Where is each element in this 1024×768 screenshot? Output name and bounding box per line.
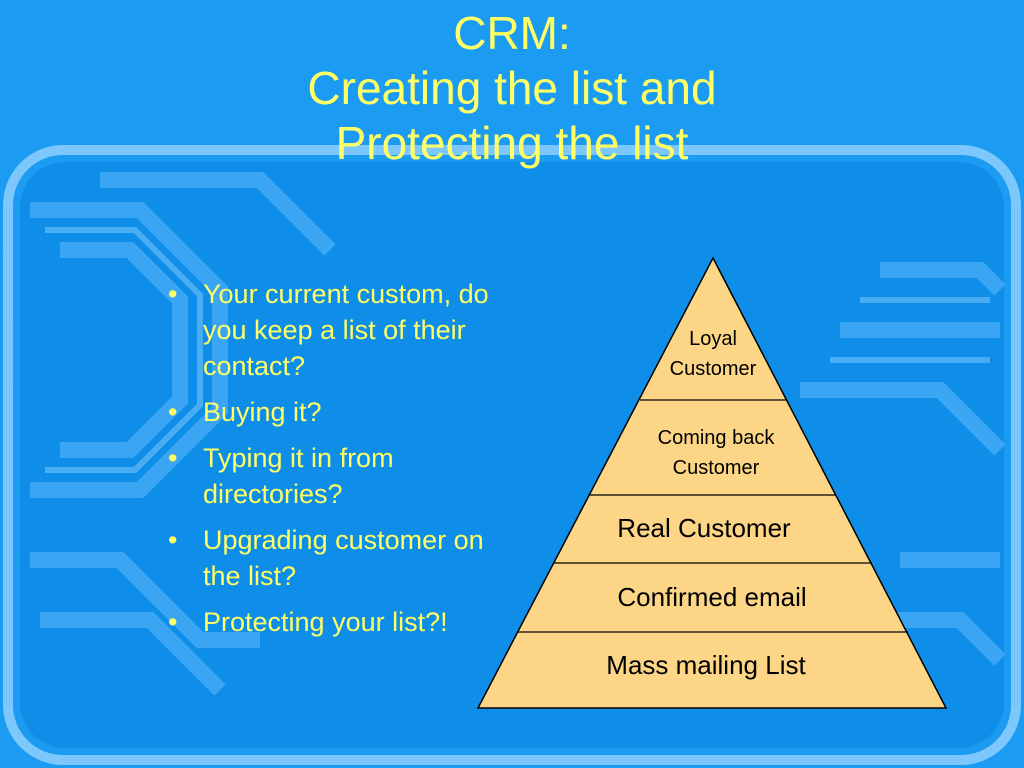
bullet-item: • Protecting your list?! — [160, 604, 520, 640]
bullet-text: Your current custom, do you keep a list … — [203, 279, 489, 381]
bullet-marker: • — [168, 397, 178, 427]
bullet-list: • Your current custom, do you keep a list… — [160, 276, 520, 650]
title-line: CRM: — [453, 7, 571, 59]
bullet-marker: • — [168, 525, 178, 555]
bullet-text: Protecting your list?! — [203, 607, 448, 637]
bullet-item: • Your current custom, do you keep a list… — [160, 276, 520, 384]
slide-title: CRM: Creating the list and Protecting th… — [0, 6, 1024, 171]
pyramid-level-loyal: Customer — [670, 358, 757, 380]
bullet-marker: • — [168, 279, 178, 309]
bullet-item: • Buying it? — [160, 394, 520, 430]
bullet-marker: • — [168, 607, 178, 637]
pyramid-level-real: Real Customer — [617, 513, 791, 543]
bullet-text: Upgrading customer on the list? — [203, 525, 484, 591]
title-line: Protecting the list — [335, 117, 689, 169]
bullet-item: • Upgrading customer on the list? — [160, 522, 520, 594]
bullet-marker: • — [168, 443, 178, 473]
pyramid-level-loyal: Loyal — [689, 328, 737, 350]
bullet-text: Buying it? — [203, 397, 322, 427]
bullet-text: Typing it in from directories? — [203, 443, 394, 509]
pyramid-level-confirmed: Confirmed email — [617, 582, 806, 612]
bullet-item: • Typing it in from directories? — [160, 440, 520, 512]
pyramid-level-coming-back: Customer — [673, 457, 760, 479]
title-line: Creating the list and — [307, 62, 717, 114]
pyramid-level-mass-mailing: Mass mailing List — [606, 650, 806, 680]
pyramid-shape — [476, 256, 948, 709]
pyramid-level-coming-back: Coming back — [658, 427, 776, 449]
